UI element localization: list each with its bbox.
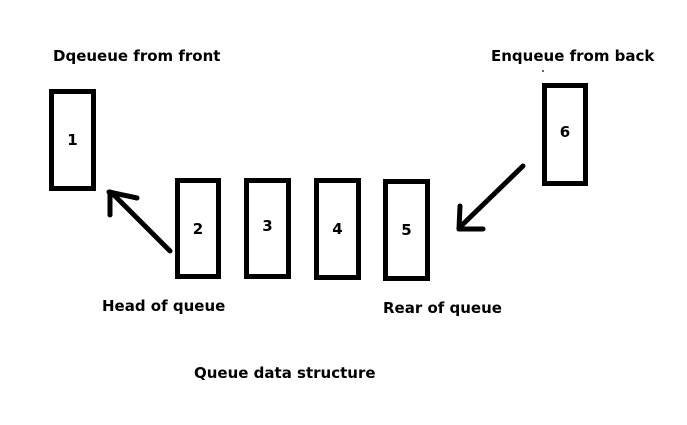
- enqueue-label: Enqueue from back: [491, 47, 655, 65]
- diagram-caption: Queue data structure: [194, 364, 376, 382]
- item-value: 6: [559, 122, 571, 141]
- queue-item-box: 3: [244, 178, 291, 279]
- dequeue-label: Dqeueue from front: [53, 47, 221, 65]
- dequeued-item-box: 1: [49, 89, 96, 191]
- rear-of-queue-label: Rear of queue: [383, 299, 502, 317]
- item-value: 2: [192, 219, 204, 238]
- head-of-queue-label: Head of queue: [102, 297, 226, 315]
- incoming-item-box: 6: [542, 83, 588, 186]
- item-value: 4: [332, 220, 343, 238]
- dequeue-arrow-icon: [106, 189, 173, 254]
- item-value: 3: [262, 216, 273, 235]
- stray-dot: [542, 70, 544, 72]
- enqueue-arrow-icon: [456, 163, 526, 232]
- queue-item-box: 5: [383, 179, 430, 281]
- item-value: 5: [401, 221, 412, 239]
- queue-item-box: 2: [175, 178, 221, 279]
- queue-item-box: 4: [314, 178, 361, 280]
- item-value: 1: [67, 131, 78, 149]
